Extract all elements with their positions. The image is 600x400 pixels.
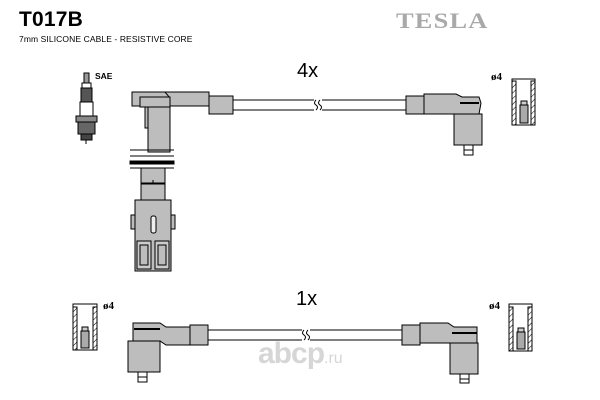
- watermark: abcp.ru: [258, 337, 343, 371]
- bottom-left-boot: [127, 322, 209, 383]
- top-set-quantity: 4x: [297, 60, 319, 82]
- terminal-bottom-right-icon: [508, 303, 533, 352]
- cable-description: 7mm SILICONE CABLE - RESISTIVE CORE: [19, 34, 193, 44]
- terminal-bottom-left-icon: [72, 303, 98, 351]
- bottom-right-boot: [401, 322, 479, 384]
- spark-plug-type-label: SAE: [95, 71, 113, 81]
- part-number-title: T017B: [19, 8, 84, 31]
- bottom-set-quantity: 1x: [296, 288, 318, 310]
- top-right-boot: [405, 93, 483, 156]
- terminal-bottom-right-diameter: ø4: [489, 300, 500, 312]
- terminal-bottom-left-diameter: ø4: [103, 300, 114, 312]
- bottom-cable: [208, 329, 402, 341]
- terminal-top-right-diameter: ø4: [491, 71, 502, 83]
- spark-plug-icon: [75, 72, 98, 144]
- watermark-text: abcp: [258, 337, 325, 370]
- terminal-top-right-icon: [511, 78, 536, 126]
- brand-logo: TESLA: [396, 8, 489, 33]
- top-cable: [233, 99, 406, 111]
- watermark-tld: .ru: [324, 350, 343, 367]
- top-left-boot: [129, 91, 234, 272]
